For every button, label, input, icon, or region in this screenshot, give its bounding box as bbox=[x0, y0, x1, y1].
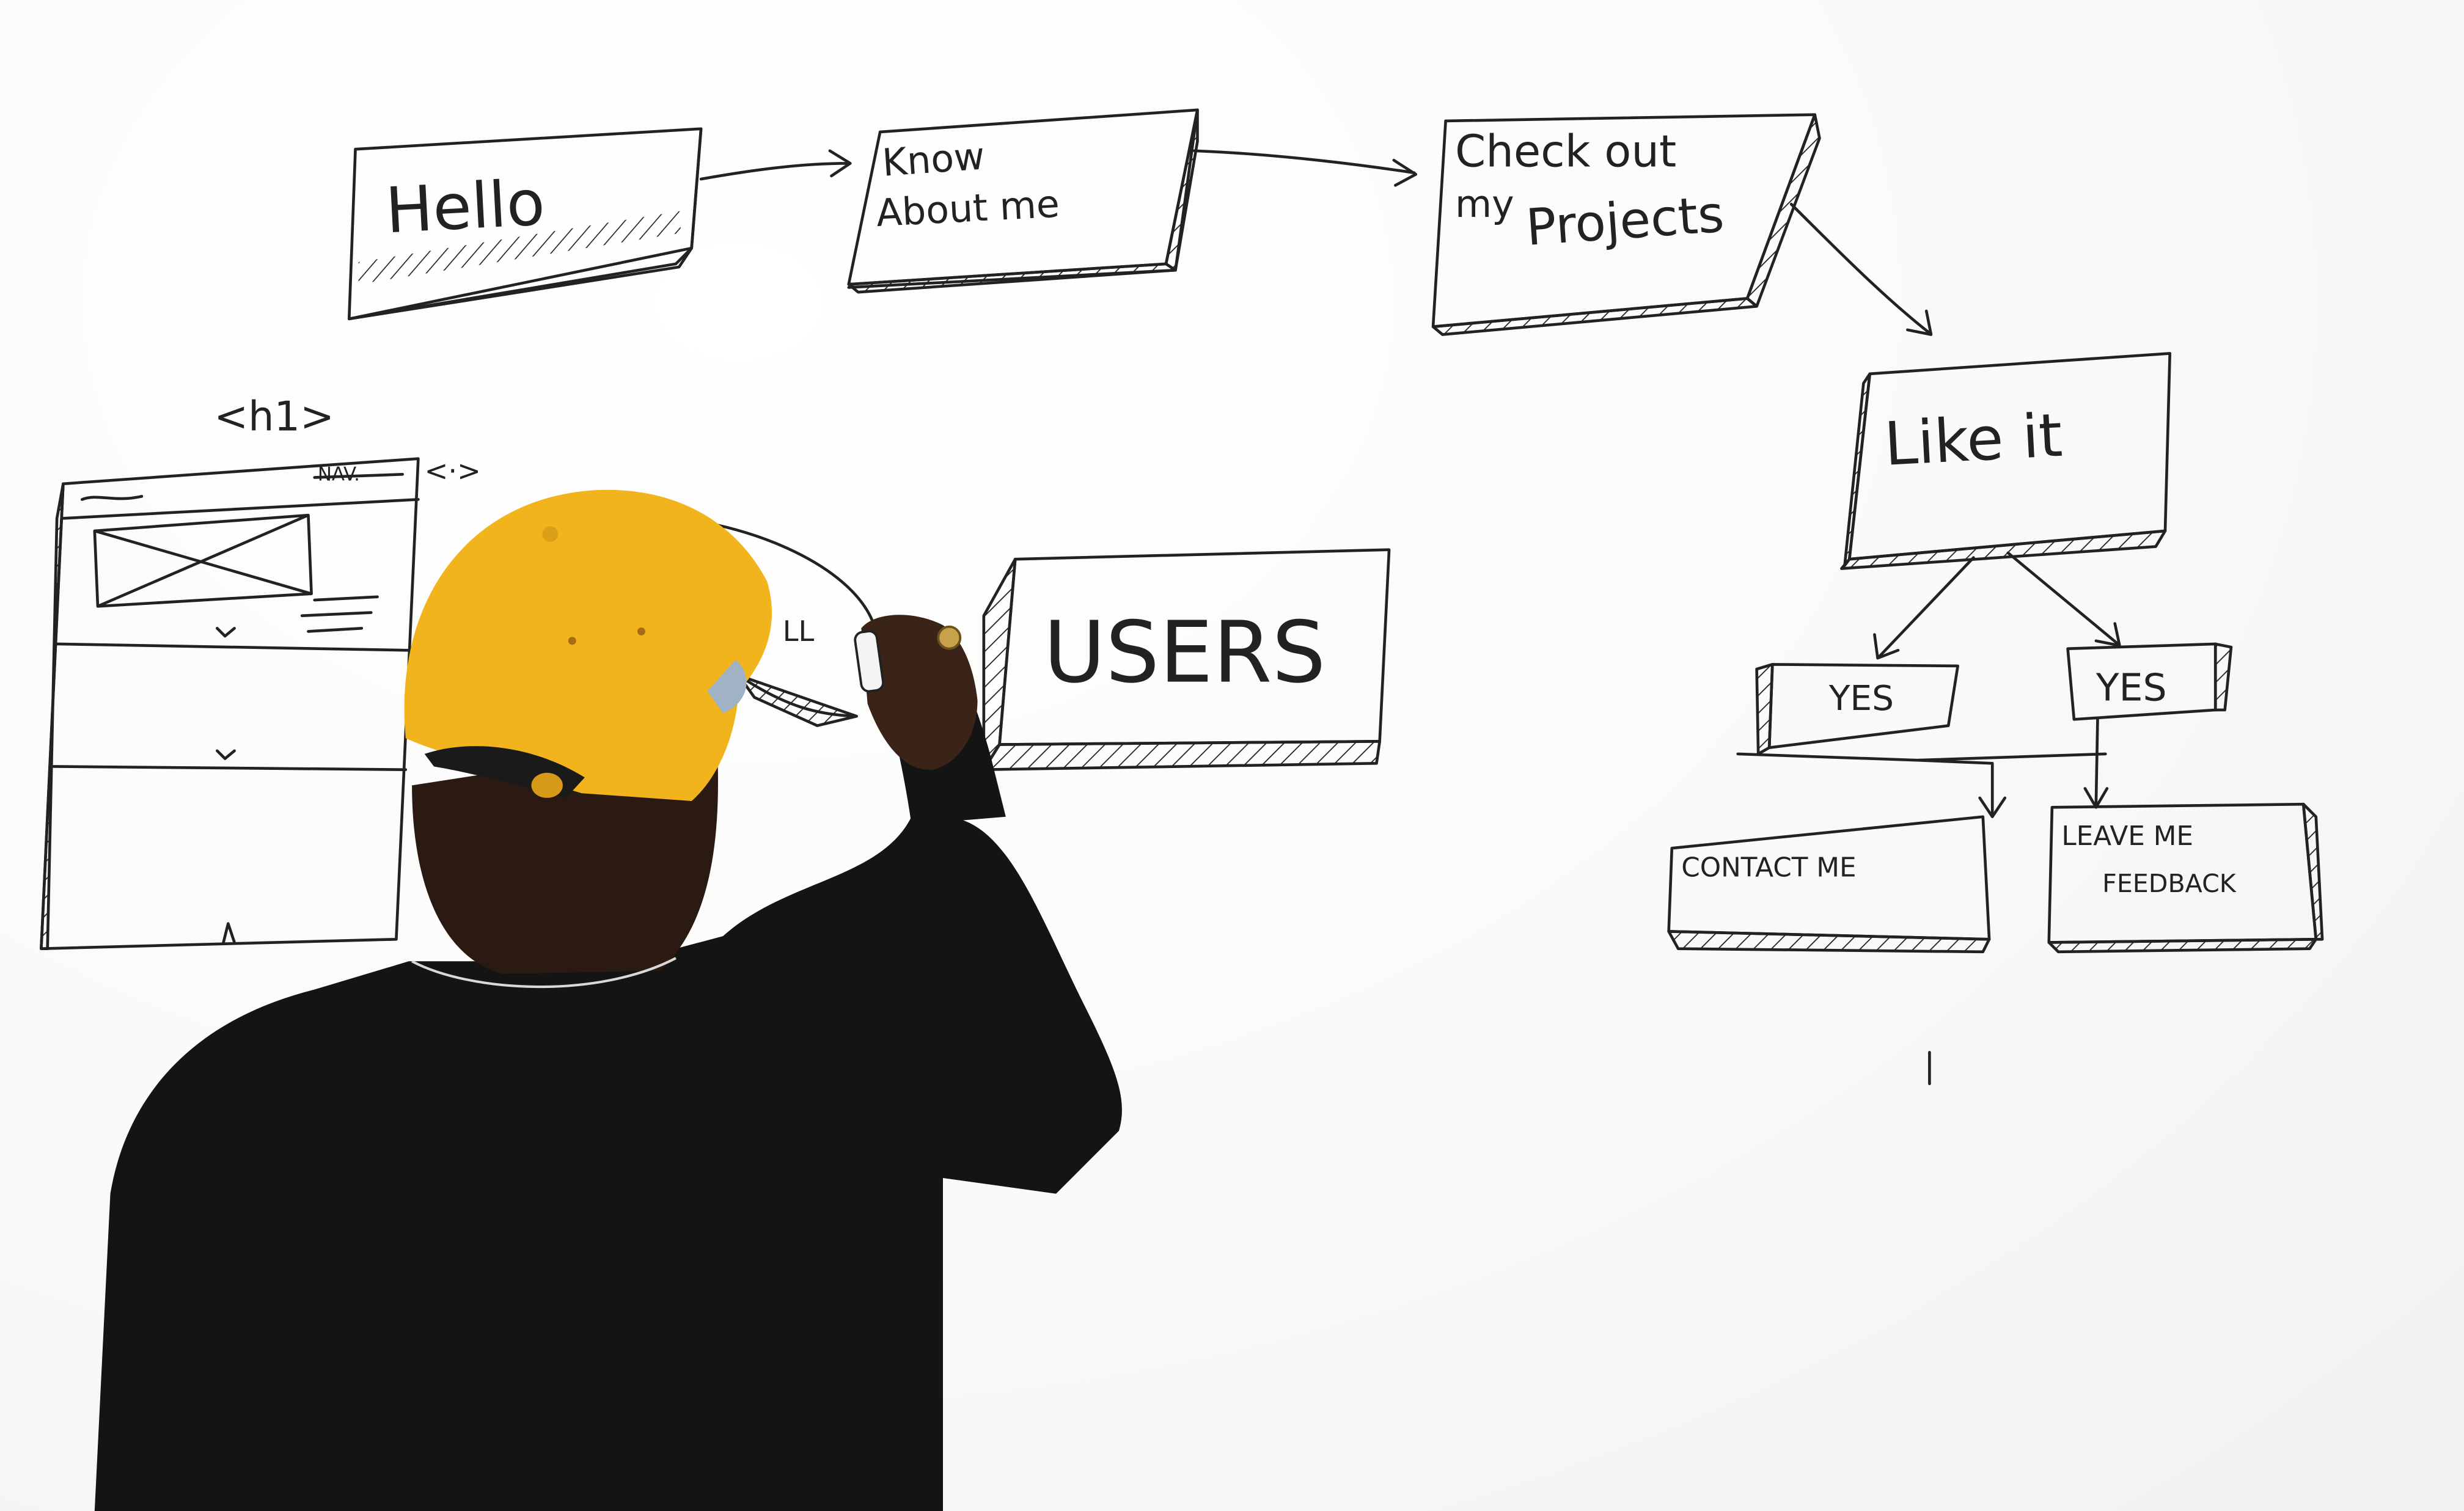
projects-text-line2: my bbox=[1455, 182, 1514, 226]
know-text-line2: About me bbox=[875, 182, 1060, 236]
yes-left-text: YES bbox=[1828, 679, 1894, 719]
h1-tag: <h1> bbox=[214, 392, 334, 440]
projects-text-line1: Check out bbox=[1455, 125, 1676, 177]
leave-text-line1: LEAVE ME bbox=[2061, 821, 2193, 852]
ring bbox=[937, 625, 962, 650]
leave-box bbox=[2047, 802, 2324, 954]
hello-box bbox=[347, 127, 703, 321]
yes-left-box bbox=[1755, 663, 1959, 756]
hello-text: Hello bbox=[384, 167, 546, 247]
hand bbox=[861, 615, 978, 770]
partial-text: LL bbox=[783, 615, 815, 648]
like-text: Like it bbox=[1883, 401, 2064, 480]
know-box bbox=[847, 108, 1199, 294]
arrow-like-yes-right bbox=[2006, 551, 2121, 647]
nav-tag: <·> bbox=[425, 455, 481, 488]
image-placeholder bbox=[93, 513, 313, 608]
wireframe bbox=[40, 457, 420, 951]
contact-text: CONTACT ME bbox=[1681, 852, 1856, 883]
connector-line bbox=[1736, 718, 2109, 819]
yes-right-box bbox=[2066, 642, 2233, 721]
arrow-know-projects bbox=[1192, 149, 1418, 187]
know-text-line1: Know bbox=[881, 134, 986, 185]
users-box bbox=[982, 548, 1391, 771]
arrow-hello-know bbox=[699, 149, 852, 181]
person bbox=[94, 489, 1122, 1511]
yes-right-text: YES bbox=[2096, 666, 2167, 710]
shirt bbox=[94, 816, 1122, 1511]
projects-text-line3: Projects bbox=[1524, 186, 1726, 257]
leave-text-line2: FEEDBACK bbox=[2102, 869, 2237, 898]
projects-box bbox=[1431, 113, 1821, 336]
necklace bbox=[411, 957, 676, 989]
marker-icon bbox=[854, 630, 885, 693]
contact-box bbox=[1667, 815, 1991, 954]
arrow-like-yes-left bbox=[1873, 556, 1975, 660]
users-text: USERS bbox=[1044, 603, 1326, 702]
like-box bbox=[1840, 352, 2172, 570]
cap-icon bbox=[404, 489, 772, 802]
nav-label: NAV. bbox=[318, 464, 360, 486]
arrow-projects-like bbox=[1789, 202, 1933, 336]
